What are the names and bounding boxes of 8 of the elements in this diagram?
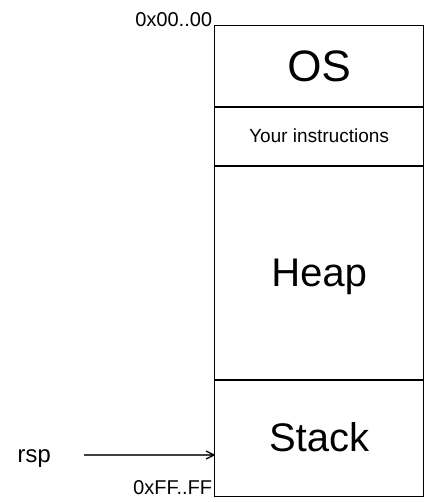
register-label: rsp: [14, 438, 54, 472]
address-label: 0xFF..FF: [132, 478, 212, 498]
arrow: [84, 450, 215, 460]
memory-segment: Heap: [214, 165, 424, 381]
memory-segment: OS: [214, 25, 424, 108]
address-label: 0x00..00: [134, 10, 212, 30]
memory-segment: Stack: [214, 379, 424, 497]
memory-segment: Your instructions: [214, 106, 424, 167]
